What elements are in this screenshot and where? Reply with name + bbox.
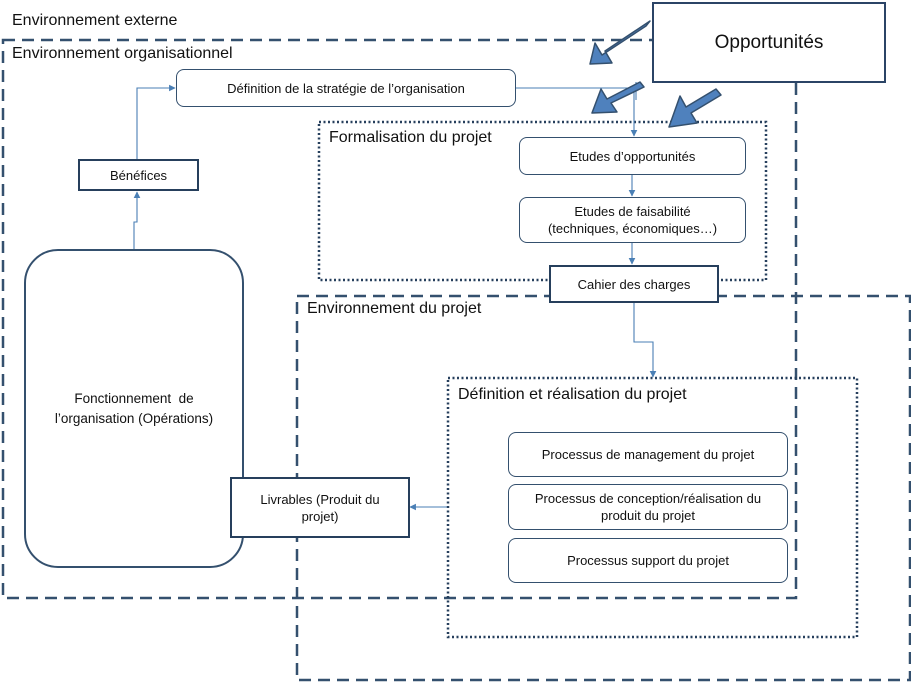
benefits-text: Bénéfices bbox=[109, 167, 168, 183]
connector-benefits-strategy bbox=[136, 84, 176, 160]
opportunities-box: Opportunités bbox=[652, 2, 886, 83]
design-process-text-line1: Processus de conception/réalisation du bbox=[534, 491, 762, 506]
management-process-text: Processus de management du projet bbox=[541, 447, 755, 462]
definition-label: Définition et réalisation du projet bbox=[458, 386, 687, 403]
deliverables-text-line2: projet) bbox=[301, 508, 339, 524]
specifications-text: Cahier des charges bbox=[577, 276, 691, 292]
feasibility-text-line2: (techniques, économiques…) bbox=[547, 221, 718, 236]
big-arrow-icon bbox=[589, 20, 651, 65]
strategy-box: Définition de la stratégie de l’organisa… bbox=[176, 69, 516, 107]
big-arrow-icon bbox=[668, 88, 722, 128]
connector-operations-benefits bbox=[133, 191, 141, 249]
management-process-box: Processus de management du projet bbox=[508, 432, 788, 477]
deliverables-text-line1: Livrables (Produit du bbox=[260, 491, 380, 507]
operations-box: Fonctionnement de l’organisation (Opérat… bbox=[24, 249, 244, 568]
opportunity-studies-text: Etudes d’opportunités bbox=[569, 148, 696, 164]
deliverables-box: Livrables (Produit du projet) bbox=[230, 477, 410, 538]
design-process-text-line2: produit du projet bbox=[601, 508, 695, 523]
opportunities-text: Opportunités bbox=[714, 32, 824, 53]
definition-frame bbox=[446, 376, 859, 639]
design-process-box: Processus de conception/réalisation du p… bbox=[508, 484, 788, 530]
feasibility-studies-box: Etudes de faisabilité (techniques, écono… bbox=[519, 197, 746, 243]
formalization-frame bbox=[317, 120, 768, 282]
formalization-label: Formalisation du projet bbox=[329, 129, 492, 146]
support-process-text: Processus support du projet bbox=[567, 553, 729, 568]
opportunity-studies-box: Etudes d’opportunités bbox=[519, 137, 746, 175]
org-env-label: Environnement organisationnel bbox=[12, 45, 233, 62]
strategy-text: Définition de la stratégie de l’organisa… bbox=[227, 80, 465, 96]
connector-specs-definition bbox=[633, 303, 657, 378]
benefits-box: Bénéfices bbox=[78, 159, 199, 191]
org-env-frame bbox=[1, 38, 798, 600]
external-env-label: Environnement externe bbox=[12, 12, 178, 29]
feasibility-text-line1: Etudes de faisabilité bbox=[574, 204, 691, 219]
specifications-box: Cahier des charges bbox=[549, 265, 719, 303]
operations-text-line2: l’organisation (Opérations) bbox=[54, 410, 214, 426]
operations-text-line1: Fonctionnement de bbox=[74, 390, 194, 406]
project-env-label: Environnement du projet bbox=[307, 300, 482, 317]
big-arrow-icon bbox=[591, 81, 645, 114]
support-process-box: Processus support du projet bbox=[508, 538, 788, 583]
